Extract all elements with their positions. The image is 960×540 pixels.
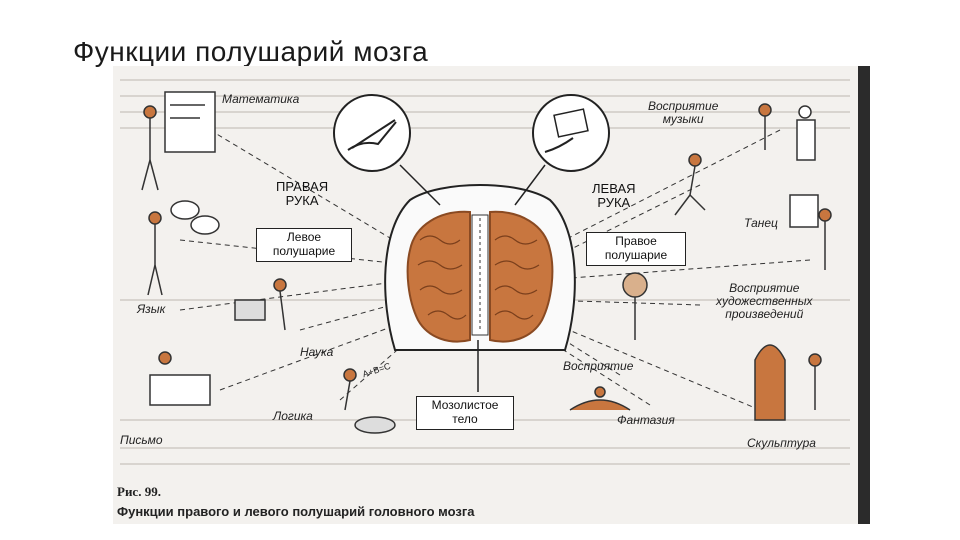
- figure-number: Рис. 99.: [117, 484, 161, 499]
- label-writing: Письмо: [120, 433, 163, 447]
- left-hand-pointer: [514, 164, 546, 206]
- label-left-hand: ЛЕВАЯ РУКА: [592, 181, 636, 211]
- label-dance: Танец: [744, 216, 778, 230]
- right-hemisphere-box: Правое полушарие: [586, 232, 686, 266]
- label-science: Наука: [300, 345, 334, 359]
- label-logic: Логика: [273, 409, 313, 423]
- slide-title: Функции полушарий мозга: [73, 36, 429, 67]
- figure-caption: Функции правого и левого полушарий голов…: [117, 504, 475, 519]
- corpus-callosum-shape: [471, 214, 489, 336]
- label-math: Математика: [222, 92, 300, 106]
- label-music: Восприятие музыки: [648, 99, 719, 127]
- label-art: Восприятие художественных произведений: [716, 281, 813, 322]
- corpus-callosum-box: Мозолистое тело: [416, 396, 514, 430]
- label-language: Язык: [137, 302, 166, 316]
- figure-illustrations: [141, 91, 832, 434]
- right-hand-circle: [333, 94, 411, 172]
- label-fantasy: Фантазия: [617, 413, 675, 427]
- left-hemisphere-shape: [406, 210, 471, 343]
- scan-edge: [858, 66, 870, 524]
- label-right-hand: ПРАВАЯ РУКА: [276, 179, 329, 209]
- left-hand-circle: [532, 94, 610, 172]
- right-hemisphere-shape: [489, 210, 554, 343]
- left-hemisphere-box: Левое полушарие: [256, 228, 352, 262]
- label-perception: Восприятие: [563, 359, 634, 373]
- label-sculpture: Скульптура: [747, 436, 816, 450]
- brain-gyri: [417, 235, 540, 320]
- right-hand-pointer: [399, 164, 441, 206]
